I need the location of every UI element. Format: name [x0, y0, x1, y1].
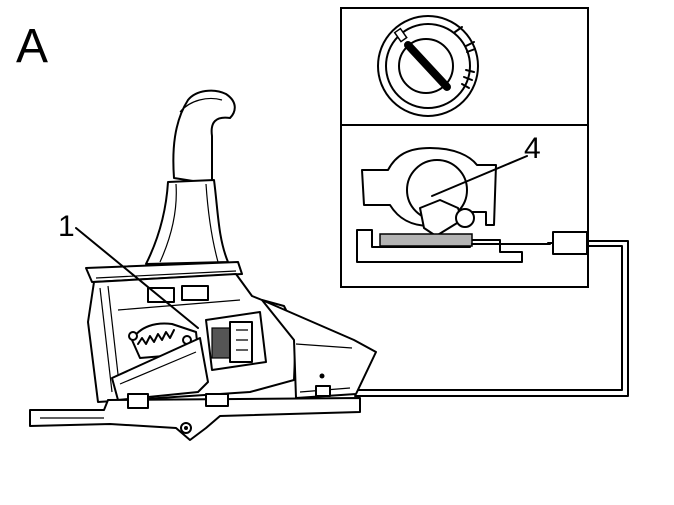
callout-4: 4 — [524, 132, 541, 165]
callout-1-leader — [75, 227, 199, 329]
gear-shift-lever-icon — [29, 89, 377, 441]
callout-4-leader — [431, 155, 528, 197]
ignition-switch-icon — [377, 15, 479, 117]
wiring-harness — [354, 240, 629, 397]
figure-label: A — [16, 20, 48, 73]
callout-1: 1 — [58, 210, 75, 243]
shift-lock-solenoid-icon — [356, 147, 588, 263]
